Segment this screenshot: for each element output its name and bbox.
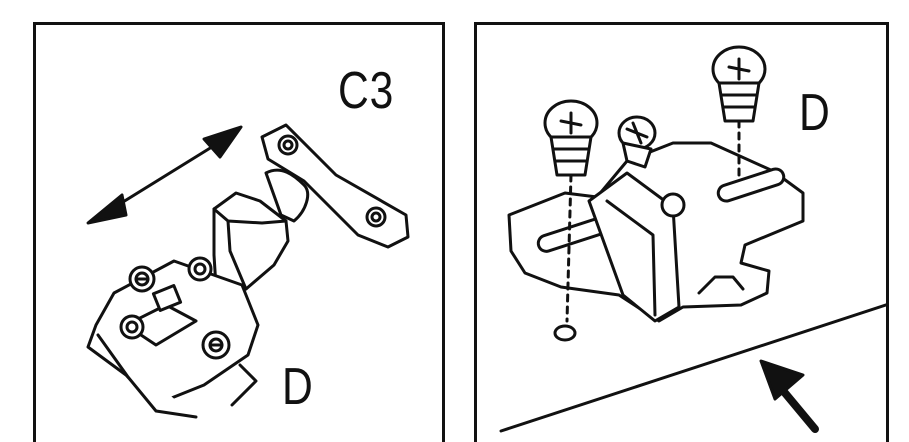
double-arrow-icon xyxy=(86,125,243,225)
screw-icon xyxy=(617,115,657,169)
screw-icon xyxy=(711,45,767,177)
screw-icon xyxy=(543,99,599,342)
panel-right: D xyxy=(474,22,889,442)
step-label-c3: C3 xyxy=(338,62,395,120)
part-label-d-right: D xyxy=(799,84,831,142)
mounting-plate xyxy=(507,141,805,323)
hinge-body xyxy=(86,123,410,419)
mounting-plate-illustration xyxy=(499,45,886,433)
screw-icon xyxy=(201,330,231,360)
hinge-illustration xyxy=(86,123,410,419)
screw-icon xyxy=(119,314,145,340)
cabinet-edge-line xyxy=(499,303,886,433)
screw-icon xyxy=(128,265,156,293)
screw-icon xyxy=(187,256,213,282)
part-label-d-left: D xyxy=(282,358,314,416)
panel-left: C3 D xyxy=(33,22,445,442)
